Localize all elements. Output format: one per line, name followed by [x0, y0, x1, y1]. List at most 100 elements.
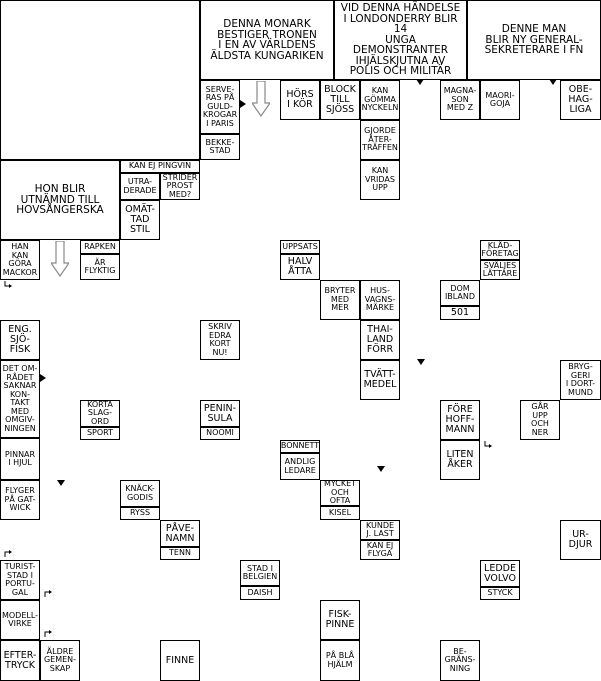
clue-text: HAN KAN GÖRA MACKOR	[2, 242, 38, 277]
down-arrow-icon	[416, 79, 424, 85]
clue-text: KAN GÖMMA NYCKELN	[361, 86, 399, 113]
clue-text: FISK- PINNE	[325, 609, 355, 630]
clue-text: OMÄT- TAD STIL	[125, 204, 155, 235]
clue-text: FLYGER PÅ GAT- WICK	[4, 486, 36, 513]
clue-text: TVÄTT- MEDEL	[363, 369, 397, 390]
clue-arflyktig: ÄR FLYKTIG	[80, 254, 120, 280]
clue-text: KORTA SLAG- ORD	[87, 401, 113, 426]
clue-domibland: DOM IBLAND	[440, 280, 480, 306]
clue-text: BRYTER MED MER	[324, 286, 356, 313]
clue-text: KAN VRIDAS UPP	[365, 166, 395, 193]
clue-text: HUS- VAGNS- MÄRKE	[364, 286, 396, 313]
clue-fn: DENNE MAN BLIR NY GENERAL- SEKRETERARE I…	[467, 0, 601, 80]
clue-text: MODELL- VIRKE	[1, 610, 39, 628]
clue-bekkestad: BEKKE- STAD	[200, 134, 240, 160]
clue-finne: FINNE	[160, 640, 200, 681]
clue-styck: STYCK	[480, 587, 520, 600]
clue-kisel: KISEL	[320, 506, 360, 520]
clue-text: KUNDE J. LAST	[365, 521, 395, 538]
clue-fiskpinne: FISK- PINNE	[320, 600, 360, 640]
down-arrow-icon	[57, 480, 65, 486]
clue-text: UR- DJUR	[568, 529, 593, 550]
clue-pinnar: PINNAR I HJUL	[0, 438, 40, 480]
down-arrow-icon	[549, 79, 557, 85]
clue-serveras: SERVE- RAS PÅ GULD- KROGAR I PARIS	[200, 80, 240, 134]
clue-text: DAISH	[247, 587, 273, 597]
clue-tvattmedel: TVÄTT- MEDEL	[360, 360, 400, 400]
clue-bryggeri: BRYG- GERI I DORT- MUND	[560, 360, 601, 400]
clue-sport: SPORT	[80, 427, 120, 440]
clue-text: DENNE MAN BLIR NY GENERAL- SEKRETERARE I…	[484, 23, 584, 57]
photo-area	[0, 0, 200, 160]
clue-blocktill: BLOCK TILL SJÖSS	[320, 80, 360, 120]
clue-tenn: TENN	[160, 547, 200, 560]
clue-kanvridas: KAN VRIDAS UPP	[360, 160, 400, 200]
clue-text: GJORDE ÅTER- TRÄFFEN	[362, 126, 398, 153]
clue-text: STAD I BELGIEN	[242, 563, 278, 581]
clue-ryss: RYSS	[120, 507, 160, 520]
clue-text: BLOCK TILL SJÖSS	[324, 84, 356, 115]
clue-stadibelgien: STAD I BELGIEN	[240, 560, 280, 586]
clue-text: OBE- HAG- LIGA	[568, 84, 593, 115]
clue-text: TENN	[169, 548, 191, 558]
clue-text: UPPSATS	[282, 241, 318, 251]
clue-begransning: BE- GRÄNS- NING	[440, 640, 480, 681]
clue-text: HÖRS I KÖR	[286, 89, 314, 110]
clue-utraderade: UTRA- DERADE	[120, 173, 160, 200]
clue-daish: DAISH	[240, 586, 280, 600]
clue-text: TURIST- STAD I PORTU- GAL	[4, 562, 36, 597]
clue-litenaker: LITEN ÅKER	[440, 440, 480, 480]
clue-aldregemenskap: ÄLDRE GEMEN- SKAP	[40, 640, 80, 681]
clue-kundejlast: KUNDE J. LAST	[360, 520, 400, 540]
clue-text: MYCKET OCH OFTA	[323, 481, 357, 505]
clue-501: 501	[440, 306, 480, 320]
clue-hovsangerska: HON BLIR UTNÄMND TILL HOVSÅNGERSKA	[0, 160, 120, 240]
clue-mycket: MYCKET OCH OFTA	[320, 480, 360, 506]
clue-maorigoja: MAORI- GOJA	[480, 80, 520, 120]
clue-text: BE- GRÄNS- NING	[444, 646, 476, 673]
clue-text: LITEN ÅKER	[446, 449, 474, 470]
clue-omattadstil: OMÄT- TAD STIL	[120, 200, 160, 240]
clue-engsjofisk: ENG. SJÖ- FISK	[0, 320, 40, 360]
clue-turiststad: TURIST- STAD I PORTU- GAL	[0, 560, 40, 600]
clue-text: BEKKE- STAD	[205, 137, 235, 155]
clue-text: EFTER- TRYCK	[3, 649, 37, 671]
clue-andlig: ANDLIG LEDARE	[280, 453, 320, 480]
clue-peninsula: PENIN- SULA	[200, 400, 240, 427]
hook-arrow-icon	[484, 441, 492, 448]
clue-text: ENG. SJÖ- FISK	[8, 324, 32, 355]
clue-text: ANDLIG LEDARE	[284, 457, 316, 475]
hook-arrow-icon	[4, 550, 12, 557]
clue-kanejpingvin: KAN EJ PINGVIN	[120, 160, 200, 173]
clue-uppsats: UPPSATS	[280, 240, 320, 254]
clue-pavenamn: PÅVE- NAMN	[160, 520, 200, 547]
clue-garupp: GÅR UPP OCH NER	[520, 400, 560, 440]
right-arrow-icon	[240, 100, 246, 108]
clue-text: SERVE- RAS PÅ GULD- KROGAR I PARIS	[202, 84, 238, 128]
clue-text: KLÄD- FÖRETAG	[481, 241, 519, 258]
clue-halvatta: HALV ÅTTA	[280, 254, 320, 280]
clue-text: DET OM- RÅDET SAKNAR KON- TAKT MED OMGIV…	[2, 364, 38, 433]
clue-omradet: DET OM- RÅDET SAKNAR KON- TAKT MED OMGIV…	[0, 360, 40, 438]
clue-text: KAN EJ PINGVIN	[128, 161, 192, 171]
clue-text: BONNETT	[281, 441, 319, 451]
clue-strider: STRIDER PROST MED?	[160, 173, 200, 200]
clue-kanejflyga: KAN EJ FLYGA	[360, 540, 400, 560]
hook-arrow-icon	[4, 281, 12, 288]
clue-skriv: SKRIV EDRA KORT NU!	[200, 320, 240, 360]
clue-text: KAN EJ FLYGA	[366, 541, 394, 558]
clue-obehagliga: OBE- HAG- LIGA	[560, 80, 601, 120]
down-arrow-icon	[377, 466, 385, 472]
clue-bryter: BRYTER MED MER	[320, 280, 360, 320]
clue-text: DOM IBLAND	[444, 283, 476, 301]
clue-text: PENIN- SULA	[203, 402, 237, 424]
clue-text: HON BLIR UTNÄMND TILL HOVSÅNGERSKA	[16, 183, 104, 217]
big-down-arrow-icon	[252, 81, 270, 117]
clue-text: ÄLDRE GEMEN- SKAP	[43, 646, 77, 673]
down-arrow-icon	[417, 359, 425, 365]
clue-text: ÄR FLYKTIG	[84, 257, 116, 275]
clue-text: RAPKEN	[84, 241, 116, 251]
clue-text: KISEL	[328, 507, 352, 517]
clue-magnason: MAGNA- SON MED Z	[440, 80, 480, 120]
clue-thailand: THAI- LAND FÖRR	[360, 320, 400, 360]
